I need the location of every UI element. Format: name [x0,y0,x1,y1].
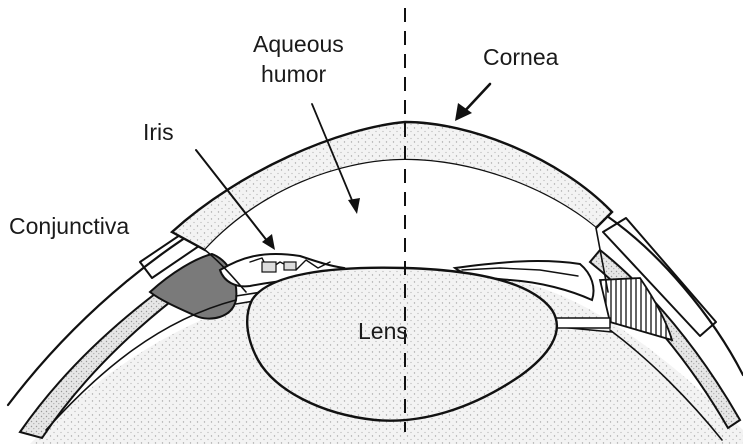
label-aqueous-humor-line2: humor [261,61,327,87]
label-conjunctiva: Conjunctiva [9,213,129,239]
label-iris: Iris [143,119,174,145]
cornea-arrow [455,84,490,121]
label-aqueous-humor-line1: Aqueous [253,31,344,57]
ciliary-body-left [150,254,236,319]
label-cornea: Cornea [483,44,559,70]
label-lens: Lens [358,318,408,344]
